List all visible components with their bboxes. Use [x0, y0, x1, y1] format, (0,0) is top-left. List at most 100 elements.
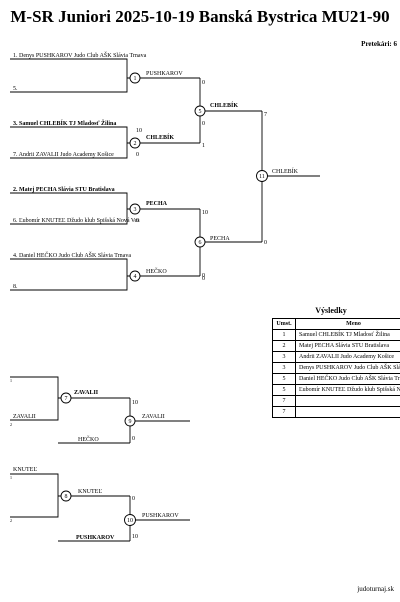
match-4-winner: HEČKO — [146, 267, 167, 275]
node-8-label: 8 — [65, 494, 68, 500]
entry-5: 5. — [13, 86, 18, 92]
entry-8: 8. — [13, 284, 18, 290]
match-5-connector — [199, 78, 262, 143]
repechage-10-winner: PUSHKAROV — [142, 513, 179, 519]
entry-6: 6. Ľubomír KNUTEĽ Džudo klub Spišská Nov… — [13, 218, 140, 224]
results-title: Výsledky — [315, 306, 347, 315]
node-7: 7 — [60, 392, 72, 404]
repechage-8-top-name: KNUTEĽ — [13, 467, 37, 473]
result-name: Matej PECHA Slávia STU Bratislava — [295, 340, 400, 352]
repechage-9-score-bottom: 0 — [132, 436, 135, 442]
entry-3: 3. Samuel CHLEBÍK TJ Mladosť Žilina — [13, 119, 116, 127]
node-4-label: 4 — [134, 274, 137, 280]
result-place: 2 — [272, 340, 296, 352]
final-score-bottom: 0 — [264, 240, 267, 246]
node-9-label: 9 — [129, 419, 132, 425]
match-1-score-bottom: 0 — [202, 80, 205, 86]
node-11: 11 — [256, 170, 268, 182]
node-2: 2 — [129, 137, 141, 149]
match-6-score-bottom: 0 — [202, 273, 205, 279]
results-col-name: Meno — [295, 318, 400, 330]
result-place: 5 — [272, 384, 296, 396]
node-5-label: 5 — [199, 109, 202, 115]
repechage-8-winner: KNUTEĽ — [78, 489, 102, 495]
node-6-label: 6 — [199, 240, 202, 246]
node-9: 9 — [124, 415, 136, 427]
repechage-9-winner: ZAVALII — [142, 414, 165, 420]
repechage-10-bottom-name: PUSHKAROV — [76, 535, 115, 541]
match-2-score-bottom: 0 — [136, 152, 139, 158]
match-4-score-top: 0 — [202, 276, 205, 282]
match-4-connector — [10, 258, 200, 291]
results-col-place: Umst. — [272, 318, 296, 330]
node-3: 3 — [129, 203, 141, 215]
repechage-9-score-top: 10 — [132, 400, 138, 406]
node-3-label: 3 — [134, 207, 137, 213]
table-row: 7 — [272, 406, 400, 418]
node-8: 8 — [60, 490, 72, 502]
repechage-7-winner: ZAVALII — [74, 390, 99, 396]
repechage-7-bottom-index: 2 — [10, 422, 12, 427]
repechage-7-top-index: 1 — [10, 378, 12, 383]
page-title: M-SR Juniori 2025-10-19 Banská Bystrica … — [10, 7, 390, 26]
result-place: 5 — [272, 373, 296, 385]
competitor-count: Pretekári: 6 — [361, 40, 397, 48]
result-name — [295, 395, 400, 407]
node-4: 4 — [129, 270, 141, 282]
result-place: 7 — [272, 406, 296, 418]
node-11-label: 11 — [259, 174, 265, 180]
result-place: 1 — [272, 329, 296, 341]
result-place: 3 — [272, 362, 296, 374]
result-place: 7 — [272, 395, 296, 407]
final-winner: CHLEBÍK — [272, 167, 299, 175]
entry-1: 1. Denys PUSHKAROV Judo Club AŠK Slávia … — [13, 51, 147, 59]
node-7-label: 7 — [65, 396, 68, 402]
node-10: 10 — [124, 514, 136, 526]
result-place: 3 — [272, 351, 296, 363]
node-10-label: 10 — [127, 518, 133, 524]
match-2-score-top: 10 — [136, 128, 142, 134]
node-1: 1 — [129, 72, 141, 84]
node-6: 6 — [194, 236, 206, 248]
final-connector — [261, 111, 320, 242]
repechage-7-bottom-name: ZAVALII — [13, 414, 36, 420]
node-2-label: 2 — [134, 141, 137, 147]
entry-4: 4. Daniel HEČKO Judo Club AŠK Slávia Trn… — [13, 251, 131, 259]
repechage-8-top-index: 1 — [10, 475, 12, 480]
match-6-connector — [199, 209, 262, 276]
match-1-winner: PUSHKAROV — [146, 71, 183, 77]
repechage-10-score-bottom: 10 — [132, 534, 138, 540]
final-score-top: 7 — [264, 112, 267, 118]
node-5: 5 — [194, 105, 206, 117]
match-5-score-top: 0 — [202, 121, 205, 127]
result-name: Denys PUSHKAROV Judo Club AŠK Slávia Trn… — [295, 362, 400, 374]
match-6-winner: PECHA — [210, 236, 230, 242]
footer-site: judoturnaj.sk — [357, 585, 394, 593]
match-5-winner: CHLEBÍK — [210, 101, 238, 109]
result-name: Andrii ZAVALII Judo Academy Košice — [295, 351, 400, 363]
entry-7: 7. Andrii ZAVALII Judo Academy Košice — [13, 152, 114, 158]
match-5-score-bottom: 1 — [202, 143, 205, 149]
match-3-score-bottom: 0 — [136, 218, 139, 224]
match-3-winner: PECHA — [146, 201, 168, 207]
node-1-label: 1 — [134, 76, 137, 82]
result-name: Daniel HEČKO Judo Club AŠK Slávia Trnava — [295, 373, 400, 385]
match-2-winner: CHLEBÍK — [146, 133, 174, 141]
result-name — [295, 406, 400, 418]
result-name: Samuel CHLEBÍK TJ Mladosť Žilina — [295, 329, 400, 341]
match-6-score-top: 10 — [202, 210, 208, 216]
repechage-8-bottom-index: 2 — [10, 518, 12, 523]
results-header-row: Umst. Meno — [272, 318, 400, 330]
repechage-10-score-top: 0 — [132, 496, 135, 502]
table-row: 7 — [272, 395, 400, 407]
